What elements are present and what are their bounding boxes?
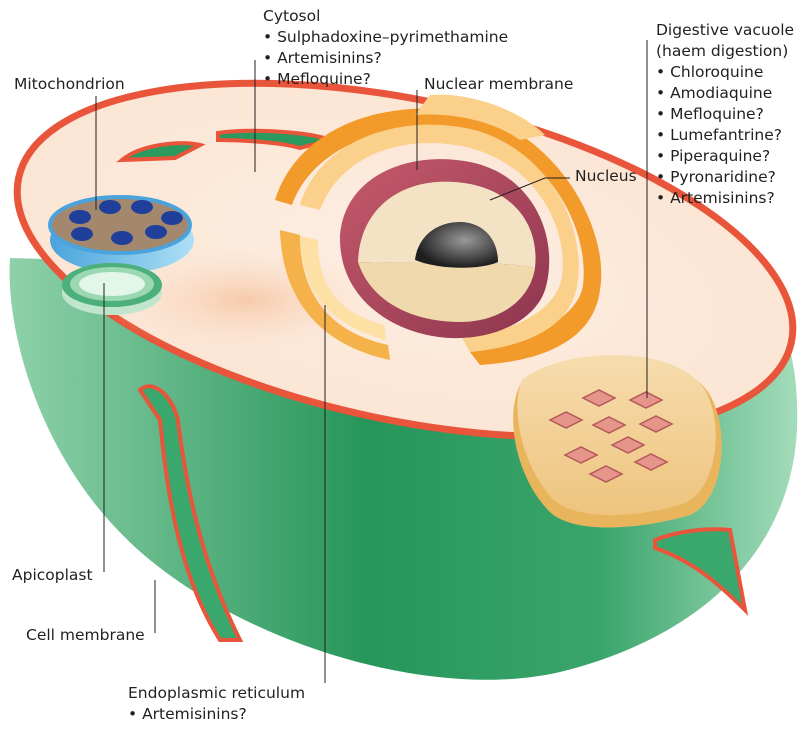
er-title: Endoplasmic reticulum <box>128 683 305 704</box>
cytosol-drug: Artemisinins? <box>263 48 508 69</box>
mitochondrion <box>50 197 194 273</box>
label-endoplasmic-reticulum: Endoplasmic reticulum Artemisinins? <box>128 683 305 725</box>
vacuole-drug: Lumefantrine? <box>656 125 794 146</box>
label-digestive-vacuole: Digestive vacuole (haem digestion) Chlor… <box>656 20 794 209</box>
vacuole-drug: Artemisinins? <box>656 188 794 209</box>
cytosol-drug: Sulphadoxine–pyrimethamine <box>263 27 508 48</box>
vacuole-drug: Piperaquine? <box>656 146 794 167</box>
vacuole-drug: Amodiaquine <box>656 83 794 104</box>
label-nucleus: Nucleus <box>575 166 637 187</box>
digestive-vacuole <box>513 355 722 528</box>
vacuole-drug: Chloroquine <box>656 62 794 83</box>
label-cell-membrane: Cell membrane <box>26 625 145 646</box>
digestive-vacuole-title: Digestive vacuole <box>656 20 794 41</box>
label-nuclear-membrane: Nuclear membrane <box>424 74 573 95</box>
vacuole-drug: Mefloquine? <box>656 104 794 125</box>
digestive-vacuole-subtitle: (haem digestion) <box>656 41 794 62</box>
label-apicoplast: Apicoplast <box>12 565 93 586</box>
apicoplast <box>62 263 162 315</box>
vacuole-drug: Pyronaridine? <box>656 167 794 188</box>
er-drug: Artemisinins? <box>128 704 305 725</box>
cytosol-title: Cytosol <box>263 6 508 27</box>
label-mitochondrion: Mitochondrion <box>14 74 125 95</box>
